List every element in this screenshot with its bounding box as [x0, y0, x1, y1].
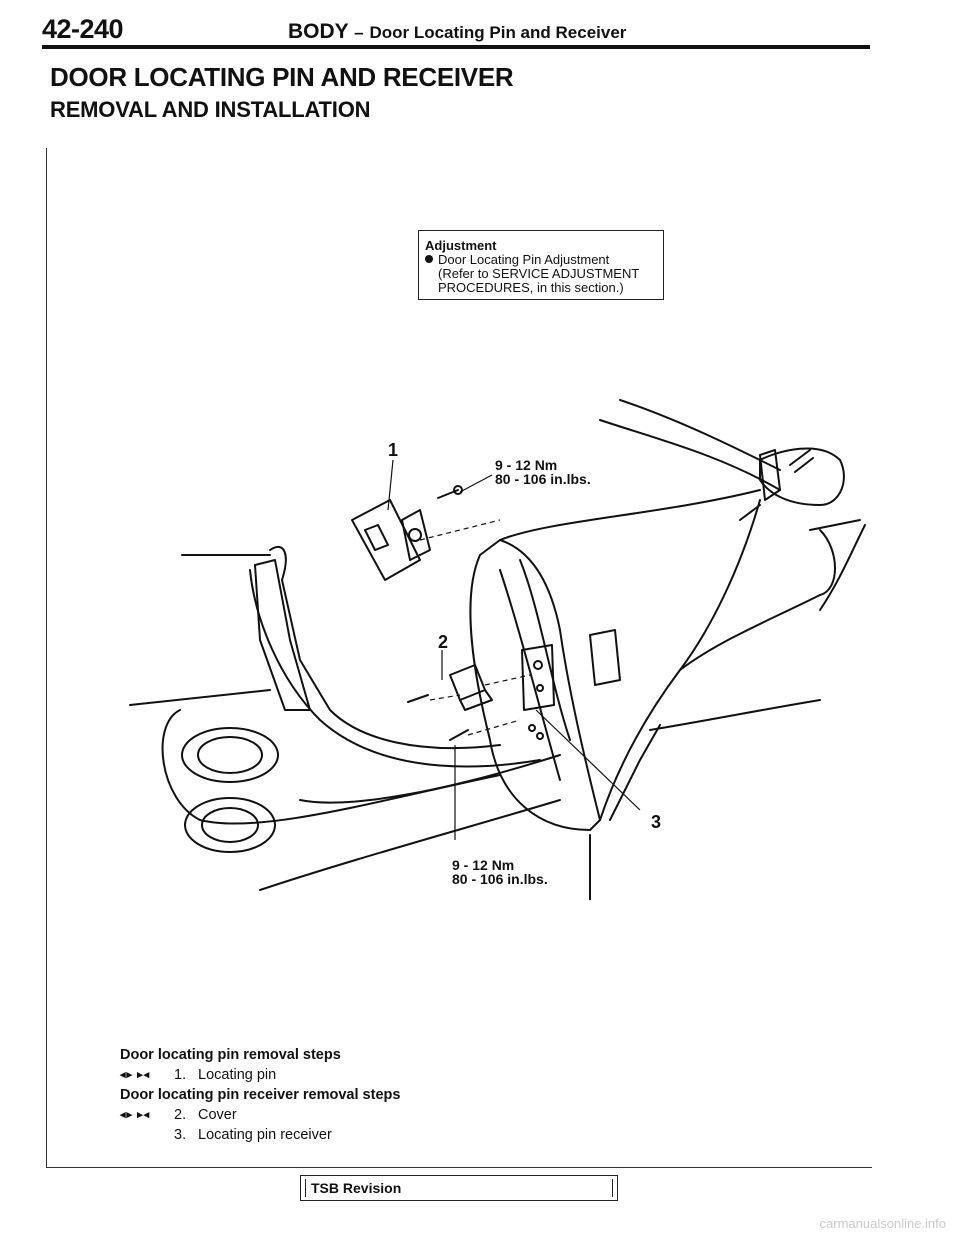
tsb-revision-box: TSB Revision [300, 1175, 618, 1201]
torque-top-nm: 9 - 12 Nm [495, 457, 558, 473]
service-symbol-icon: ◂▸ ▸◂ [120, 1069, 151, 1081]
step-row: ◂▸ ▸◂ 1. Locating pin [120, 1065, 400, 1085]
page-number: 42-240 [42, 14, 124, 44]
service-symbol-icon [120, 1125, 174, 1145]
step-label: Locating pin [198, 1067, 277, 1083]
adjustment-item: Door Locating Pin Adjustment [425, 253, 657, 267]
page-title: DOOR LOCATING PIN AND RECEIVER [50, 62, 514, 92]
callout-3: 3 [651, 812, 662, 832]
adjustment-line-1: Door Locating Pin Adjustment [438, 252, 610, 267]
header-rule [42, 45, 870, 49]
step-number: 2. [174, 1107, 187, 1123]
step-number: 1. [174, 1067, 187, 1083]
torque-bottom-inlbs: 80 - 106 in.lbs. [452, 871, 548, 887]
torque-top-inlbs: 80 - 106 in.lbs. [495, 471, 591, 487]
service-symbol-icon: ◂▸ ▸◂ [120, 1109, 151, 1121]
callout-1: 1 [388, 440, 399, 460]
adjustment-box: Adjustment Door Locating Pin Adjustment … [418, 230, 664, 300]
watermark: carmanualsonline.info [819, 1216, 946, 1231]
step-row: 3. Locating pin receiver [120, 1125, 400, 1145]
adjustment-line-3: PROCEDURES, in this section.) [438, 280, 624, 295]
door-locating-pin-diagram [129, 399, 866, 900]
adjustment-line-2: (Refer to SERVICE ADJUSTMENT [438, 266, 640, 281]
adjustment-heading: Adjustment [425, 238, 497, 253]
callout-2: 2 [438, 632, 449, 652]
bullet-icon [425, 255, 433, 263]
pin-steps-heading: Door locating pin removal steps [120, 1047, 341, 1063]
torque-spec-top: 9 - 12 Nm 80 - 106 in.lbs. [495, 458, 591, 486]
header-separator: – [354, 23, 364, 42]
header-subtitle: Door Locating Pin and Receiver [369, 23, 627, 42]
header-title: BODY – Door Locating Pin and Receiver [288, 20, 626, 44]
step-number: 3. [174, 1127, 187, 1143]
header-section: BODY [288, 20, 349, 43]
frame-bottom-rule [46, 1167, 872, 1168]
torque-spec-bottom: 9 - 12 Nm 80 - 106 in.lbs. [452, 858, 548, 886]
removal-steps: Door locating pin removal steps ◂▸ ▸◂ 1.… [120, 1045, 400, 1145]
step-label: Cover [198, 1107, 237, 1123]
step-label: Locating pin receiver [198, 1127, 332, 1143]
torque-bottom-nm: 9 - 12 Nm [452, 857, 515, 873]
page-subtitle: REMOVAL AND INSTALLATION [50, 97, 371, 122]
receiver-steps-heading: Door locating pin receiver removal steps [120, 1087, 401, 1103]
step-row: ◂▸ ▸◂ 2. Cover [120, 1105, 400, 1125]
frame-left-rule [46, 148, 47, 1168]
